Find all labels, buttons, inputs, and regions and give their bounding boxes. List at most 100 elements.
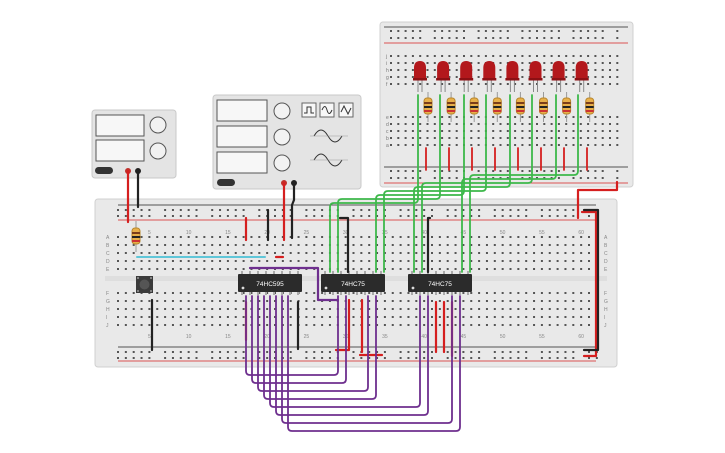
led-signal-wire-green[interactable] — [469, 94, 579, 273]
supply1-knob-top[interactable] — [149, 116, 167, 134]
column-number: 10 — [186, 334, 192, 340]
column-number: 30 — [343, 230, 349, 236]
right-red-feed[interactable] — [576, 180, 619, 220]
led-signal-wire-green[interactable] — [461, 94, 557, 273]
led-board-row-letter: c — [386, 129, 389, 135]
generator-display-3 — [216, 151, 268, 174]
led-resistor[interactable] — [585, 92, 595, 122]
led-signal-wire-green[interactable] — [337, 94, 441, 273]
led-resistor[interactable] — [423, 92, 433, 122]
square-wave-button[interactable] — [301, 102, 317, 118]
generator-knob-2[interactable] — [273, 128, 291, 146]
row-letter: B — [604, 243, 608, 249]
row-letter: I — [106, 315, 107, 321]
led-board-row-letter: b — [386, 136, 389, 142]
led[interactable] — [528, 61, 543, 92]
led-board-row-letter: h — [386, 68, 389, 74]
led[interactable] — [413, 61, 427, 92]
column-number: 45 — [461, 334, 467, 340]
led-signal-wire-green[interactable] — [375, 94, 465, 273]
led-signal-wire-green[interactable] — [421, 94, 533, 273]
latch1-vcc-wire[interactable] — [334, 298, 351, 352]
column-number: 35 — [382, 334, 388, 340]
generator-power-switch[interactable] — [217, 179, 235, 186]
output-wire-purple[interactable] — [269, 295, 421, 408]
right-black-return[interactable] — [582, 208, 600, 352]
column-number: 55 — [539, 230, 545, 236]
column-number: 25 — [304, 334, 310, 340]
generator-wire-black[interactable] — [290, 181, 296, 240]
output-wire-purple[interactable] — [251, 295, 347, 384]
led[interactable] — [551, 61, 566, 92]
output-wire-purple[interactable] — [281, 295, 453, 424]
column-number: 50 — [500, 230, 506, 236]
led-resistor[interactable] — [539, 92, 548, 122]
function-generator[interactable] — [212, 94, 362, 190]
led-board-row-letter: f — [386, 82, 388, 88]
output-wire-purple[interactable] — [245, 295, 339, 376]
led-board-row-letter: g — [386, 75, 389, 81]
led-resistor[interactable] — [515, 92, 525, 122]
column-number: 15 — [225, 230, 231, 236]
row-letter: F — [106, 291, 109, 297]
led[interactable] — [482, 61, 497, 92]
column-number: 15 — [225, 334, 231, 340]
generator-display-2 — [216, 125, 268, 148]
chip-74hc75-2[interactable]: 74HC75 — [408, 274, 472, 292]
supply1-power-switch[interactable] — [95, 167, 113, 174]
led-board-row-letter: i — [386, 61, 387, 67]
supply1-display-bottom — [95, 139, 145, 162]
led-board-row-letter: j — [385, 54, 387, 60]
led-array[interactable] — [413, 61, 595, 122]
led[interactable] — [505, 61, 520, 92]
row-letter: J — [106, 323, 109, 329]
sine-wave-icon — [321, 106, 333, 114]
output-wire-purple[interactable] — [287, 295, 461, 432]
column-number: 50 — [500, 334, 506, 340]
column-number: 25 — [304, 230, 310, 236]
column-number: 35 — [382, 230, 388, 236]
chip-74hc595[interactable]: 74HC595 — [238, 274, 302, 292]
wires[interactable] — [126, 94, 619, 432]
column-number: 5 — [148, 334, 151, 340]
square-wave-icon — [304, 106, 314, 114]
push-button[interactable] — [136, 276, 153, 293]
latch1-black-jumper[interactable] — [338, 216, 350, 274]
resistor-main[interactable] — [131, 221, 141, 252]
output-wire-purple[interactable] — [275, 295, 429, 416]
led[interactable] — [436, 61, 451, 92]
led-board-row-letter: a — [386, 143, 389, 149]
row-letter: C — [604, 251, 608, 257]
row-letter: E — [604, 267, 608, 273]
row-letter: G — [106, 299, 110, 305]
led-resistor[interactable] — [562, 92, 572, 122]
column-number: 5 — [148, 230, 151, 236]
led-resistor[interactable] — [469, 92, 479, 122]
column-number: 60 — [578, 230, 584, 236]
output-wire-purple[interactable] — [263, 295, 377, 400]
led-signal-wire-green[interactable] — [383, 94, 487, 273]
generator-knob-1[interactable] — [273, 102, 291, 120]
generator-knob-3[interactable] — [273, 154, 291, 172]
led-resistor[interactable] — [492, 92, 502, 122]
right-red-return[interactable] — [580, 210, 598, 358]
row-letter: G — [604, 299, 608, 305]
latch2-black-jumper[interactable] — [426, 216, 432, 274]
led-board-row-letter: e — [386, 115, 389, 121]
led[interactable] — [459, 61, 474, 92]
power-supply-1[interactable] — [91, 109, 177, 179]
row-letter: C — [106, 251, 110, 257]
output-wire-purple[interactable] — [257, 295, 369, 392]
row-letter: A — [604, 235, 608, 241]
led[interactable] — [574, 61, 589, 92]
supply1-knob-bottom[interactable] — [149, 142, 167, 160]
led-signal-wire-green[interactable] — [329, 94, 419, 273]
row-letter: D — [106, 259, 110, 265]
clock-wire-purple[interactable] — [248, 266, 340, 302]
chip-74hc75-1[interactable]: 74HC75 — [321, 274, 385, 292]
led-resistor[interactable] — [446, 92, 456, 122]
row-letter: F — [604, 291, 607, 297]
chip-label-74hc75-2: 74HC75 — [428, 281, 452, 288]
column-number: 20 — [264, 334, 270, 340]
